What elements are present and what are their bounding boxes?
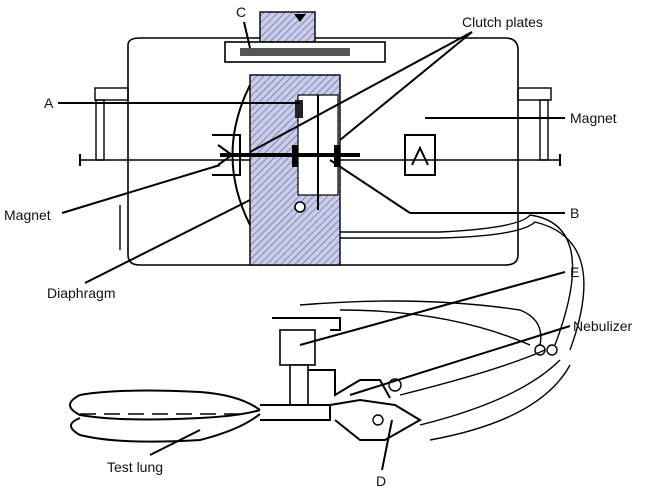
label-e: E [570,264,579,280]
label-magnet-right: Magnet [570,110,617,126]
label-clutch-plates: Clutch plates [462,14,543,30]
magnet-left-shape [212,134,241,176]
label-diaphragm: Diaphragm [47,285,115,301]
label-magnet-left: Magnet [4,207,51,223]
label-b: B [570,205,579,221]
test-lung-shape [69,389,261,443]
label-nebulizer: Nebulizer [573,318,632,334]
label-a: A [44,95,54,111]
leader-lines [58,21,571,471]
magnet-right-shape [404,134,436,176]
label-c: C [236,4,246,20]
exhalation-valve-assembly [260,317,422,441]
label-d: D [376,473,386,489]
hoses [299,214,585,441]
valve-column [220,11,386,266]
label-test-lung: Test lung [107,459,163,475]
